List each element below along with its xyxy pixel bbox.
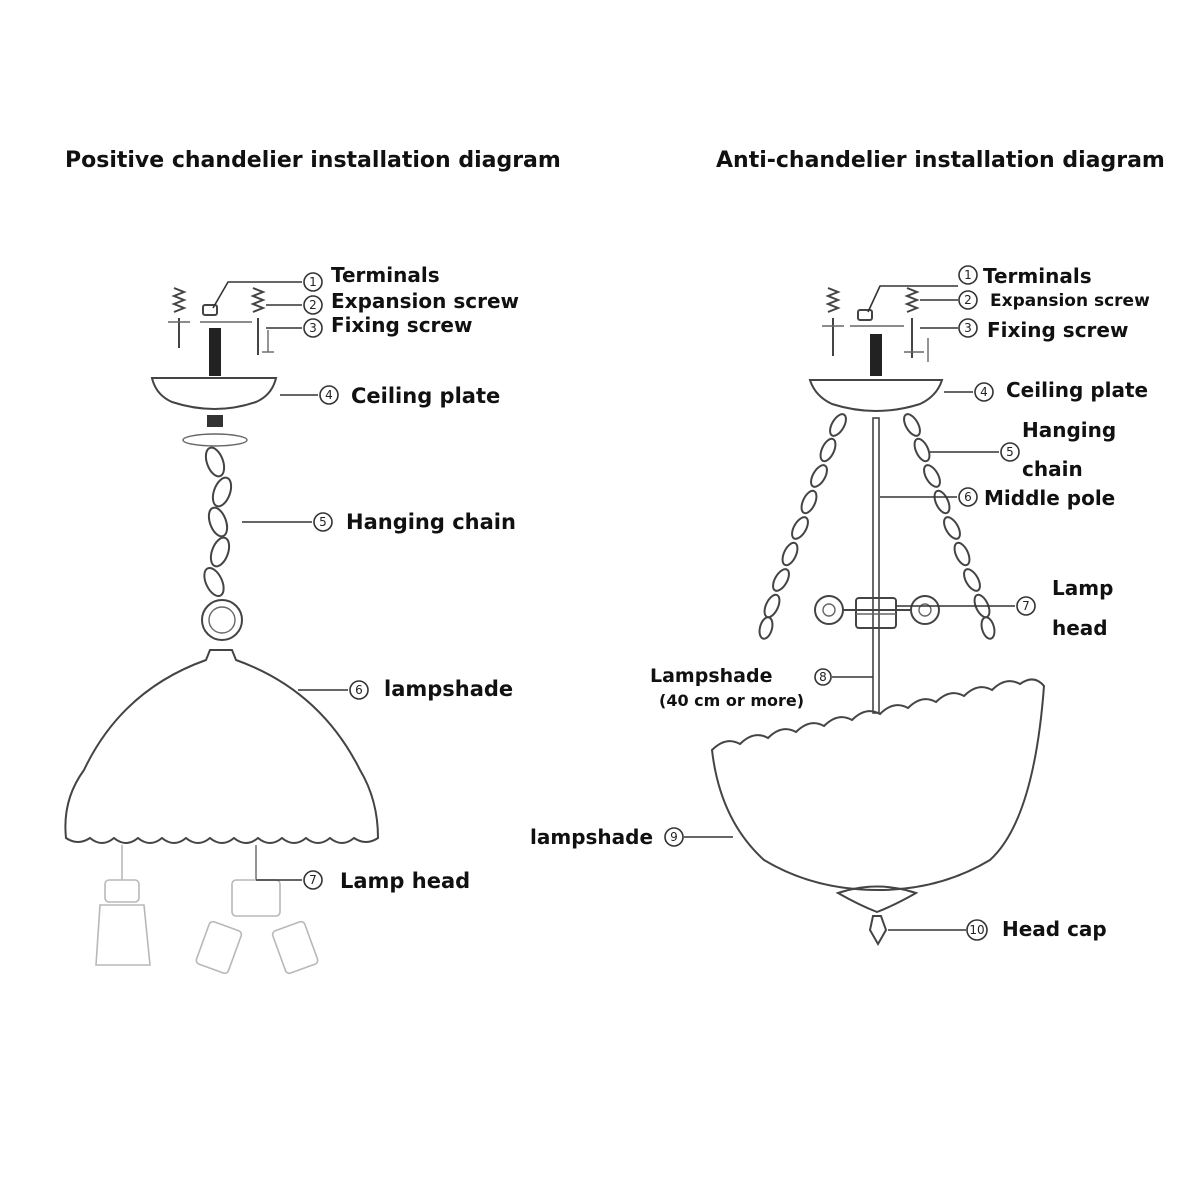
- svg-text:Middle pole: Middle pole: [984, 486, 1115, 510]
- svg-text:9: 9: [670, 830, 678, 844]
- right-expansion-screw-b: [904, 287, 929, 362]
- svg-text:8: 8: [819, 670, 827, 684]
- left-threaded-rod: [209, 328, 221, 376]
- left-callout-terminals: 1 Terminals: [212, 263, 440, 309]
- svg-text:Ceiling plate: Ceiling plate: [351, 384, 500, 408]
- left-plate-nut: [207, 415, 223, 427]
- left-callout-expansion-screw: 2 Expansion screw: [266, 289, 519, 315]
- svg-text:3: 3: [309, 321, 317, 335]
- left-ceiling-plate: [150, 377, 278, 410]
- left-terminal: [200, 304, 252, 323]
- left-callout-lamp-head: 7 Lamp head: [256, 869, 470, 893]
- left-lampshade: [64, 649, 380, 844]
- svg-text:(40 cm or more): (40 cm or more): [659, 691, 804, 710]
- right-lamp-head-hub: [814, 595, 940, 629]
- left-hanging-chain: [201, 446, 243, 641]
- svg-text:Lamp: Lamp: [1052, 576, 1113, 600]
- left-diagram-title: Positive chandelier installation diagram: [65, 148, 561, 173]
- right-terminal: [850, 309, 904, 327]
- svg-text:7: 7: [309, 873, 317, 887]
- left-chandelier-drawing: [64, 287, 380, 975]
- right-callout-expansion-screw: 2 Expansion screw: [920, 290, 1150, 311]
- svg-text:10: 10: [969, 923, 984, 937]
- svg-text:6: 6: [355, 683, 363, 697]
- right-chandelier-drawing: [710, 287, 1046, 947]
- right-ceiling-plate: [808, 379, 944, 412]
- svg-text:3: 3: [964, 321, 972, 335]
- svg-text:6: 6: [964, 490, 972, 504]
- right-lampshade: [710, 678, 1046, 892]
- svg-text:2: 2: [964, 293, 972, 307]
- right-callout-lampshade: 9 lampshade: [530, 825, 733, 849]
- svg-text:Fixing screw: Fixing screw: [987, 318, 1128, 342]
- left-swivel-ring: [182, 433, 248, 447]
- svg-text:Fixing screw: Fixing screw: [331, 313, 472, 337]
- svg-text:1: 1: [309, 275, 317, 289]
- right-callout-head-cap: 10 Head cap: [888, 917, 1107, 941]
- svg-text:4: 4: [325, 388, 333, 402]
- svg-text:Hanging: Hanging: [1022, 418, 1116, 442]
- right-threaded-rod: [870, 334, 882, 376]
- svg-text:Terminals: Terminals: [331, 263, 440, 287]
- svg-text:lampshade: lampshade: [384, 677, 513, 701]
- right-diagram-title: Anti-chandelier installation diagram: [716, 148, 1165, 173]
- right-hanging-chain-left: [758, 413, 847, 640]
- right-callout-middle-pole: 6 Middle pole: [880, 486, 1115, 510]
- right-callout-lampshade-distance: 8 Lampshade (40 cm or more): [650, 665, 873, 710]
- svg-text:Lamp head: Lamp head: [340, 869, 470, 893]
- left-callout-hanging-chain: 5 Hanging chain: [242, 510, 516, 534]
- right-callout-hanging-chain: 5 Hanging chain: [930, 418, 1116, 481]
- left-expansion-screw-b: [250, 287, 274, 355]
- left-lamp-heads: [95, 845, 319, 975]
- left-expansion-screw-a: [168, 287, 190, 348]
- svg-text:2: 2: [309, 298, 317, 312]
- svg-text:7: 7: [1022, 599, 1030, 613]
- svg-text:4: 4: [980, 385, 988, 399]
- left-callout-fixing-screw: 3 Fixing screw: [266, 313, 472, 338]
- right-callout-fixing-screw: 3 Fixing screw: [920, 318, 1128, 342]
- svg-text:chain: chain: [1022, 457, 1083, 481]
- right-head-cap: [868, 915, 888, 947]
- right-callout-terminals: 1 Terminals: [867, 264, 1092, 313]
- right-finial: [835, 885, 919, 914]
- svg-text:lampshade: lampshade: [530, 825, 653, 849]
- svg-text:5: 5: [319, 515, 327, 529]
- right-expansion-screw-a: [822, 287, 844, 356]
- left-callout-lampshade: 6 lampshade: [298, 677, 513, 701]
- right-middle-pole: [872, 417, 880, 714]
- svg-text:1: 1: [964, 268, 972, 282]
- svg-text:Head cap: Head cap: [1002, 917, 1107, 941]
- svg-text:head: head: [1052, 616, 1108, 640]
- svg-text:Lampshade: Lampshade: [650, 665, 772, 687]
- right-callout-lamp-head: 7 Lamp head: [896, 576, 1113, 640]
- svg-text:5: 5: [1006, 445, 1014, 459]
- right-hanging-chain-right: [903, 413, 996, 640]
- svg-text:Ceiling plate: Ceiling plate: [1006, 378, 1148, 402]
- svg-text:Hanging chain: Hanging chain: [346, 510, 516, 534]
- svg-text:Expansion screw: Expansion screw: [331, 289, 519, 313]
- right-callout-ceiling-plate: 4 Ceiling plate: [944, 378, 1148, 402]
- svg-text:Terminals: Terminals: [983, 264, 1092, 288]
- svg-text:Expansion screw: Expansion screw: [990, 291, 1150, 311]
- left-callout-ceiling-plate: 4 Ceiling plate: [280, 384, 500, 408]
